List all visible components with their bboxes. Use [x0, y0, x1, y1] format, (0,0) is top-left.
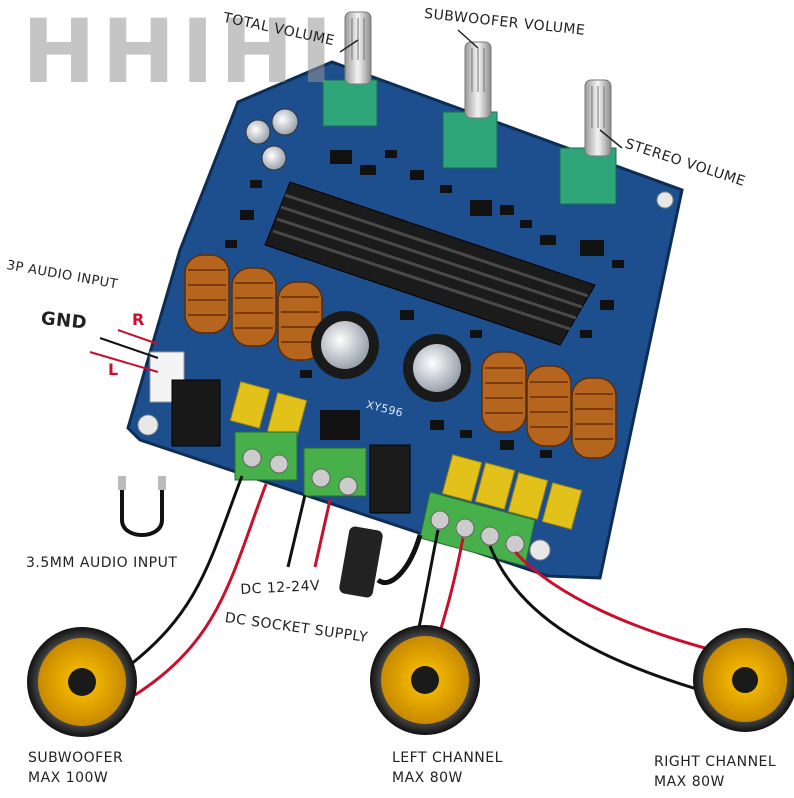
- label-r: R: [132, 310, 145, 329]
- audio-jack-35mm: [171, 379, 221, 447]
- speaker-wires: [129, 475, 706, 697]
- label-subwoofer: SUBWOOFER: [28, 750, 124, 766]
- label-subwoofer-power: MAX 100W: [28, 770, 109, 786]
- label-right-channel: RIGHT CHANNEL: [654, 754, 777, 770]
- audio-plug: [158, 476, 166, 490]
- speaker-right: [693, 628, 794, 732]
- speaker-left: [370, 625, 480, 735]
- label-left-channel-power: MAX 80W: [392, 770, 463, 786]
- terminal-block-power: [303, 447, 367, 497]
- voltage-regulator: [320, 410, 360, 440]
- heatsink: [264, 181, 596, 346]
- audio-3p-wires: [89, 329, 159, 373]
- dc-socket: [369, 444, 411, 514]
- label-35mm-audio-input: 3.5MM AUDIO INPUT: [26, 555, 178, 571]
- mounting-hole: [529, 539, 551, 561]
- speaker-subwoofer: [27, 627, 137, 737]
- label-leader-lines: [339, 29, 623, 149]
- potentiometer-subwoofer: [442, 41, 498, 169]
- small-capacitors: [245, 108, 299, 171]
- film-capacitors: [229, 381, 583, 530]
- terminal-block-speakers: [419, 491, 536, 567]
- label-left-channel: LEFT CHANNEL: [392, 750, 503, 766]
- audio-plug: [118, 476, 126, 490]
- label-right-channel-power: MAX 80W: [654, 774, 725, 790]
- audio-cable-35mm: [120, 482, 164, 537]
- dc-plug: [339, 526, 423, 598]
- large-capacitors: [311, 311, 471, 402]
- potentiometer-total: [322, 11, 378, 127]
- watermark: HHIHI: [22, 0, 339, 103]
- inductor-coils-left: [184, 254, 323, 361]
- mounting-hole: [656, 191, 674, 209]
- mounting-hole: [137, 414, 159, 436]
- label-l: L: [108, 360, 119, 379]
- coil-windings: [188, 269, 613, 440]
- potentiometer-stereo: [559, 79, 617, 205]
- terminal-block-subwoofer: [234, 431, 298, 481]
